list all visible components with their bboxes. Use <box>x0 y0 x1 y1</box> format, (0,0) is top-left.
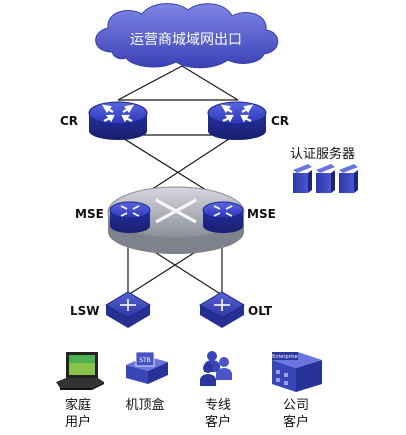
auth-server-icon <box>293 164 358 193</box>
endpoint-home-user: 家庭 用户 <box>58 397 98 431</box>
endpoint-line1: 机顶盒 <box>125 398 165 413</box>
lsw-label: LSW <box>70 304 100 318</box>
leased-line-customer-icon <box>200 351 232 386</box>
endpoint-line1: 专线 <box>204 398 231 413</box>
endpoint-leased-line-customer: 专线 客户 <box>198 397 238 431</box>
endpoint-line2: 客户 <box>204 415 231 430</box>
cr-right-label: CR <box>271 114 290 128</box>
olt-label: OLT <box>248 304 273 318</box>
mse-right-router-icon <box>202 201 244 233</box>
enterprise-building-icon <box>272 352 322 392</box>
mse-left-label: MSE <box>75 207 104 221</box>
olt-switch-icon <box>199 291 245 328</box>
endpoint-set-top-box: 机顶盒 <box>120 397 170 414</box>
cr-right-router-icon <box>207 101 267 140</box>
mse-right-label: MSE <box>247 207 276 221</box>
endpoint-line1: 家庭 <box>64 398 91 413</box>
links <box>117 65 239 296</box>
auth-server-label: 认证服务器 <box>290 147 356 162</box>
endpoint-company-customer: 公司 客户 <box>276 397 316 431</box>
metro-network-cloud <box>95 3 279 69</box>
mse-left-router-icon <box>109 201 151 233</box>
stb-label: STB <box>139 357 151 364</box>
endpoint-line2: 客户 <box>282 415 309 430</box>
cr-left-router-icon <box>88 101 148 140</box>
lsw-switch-icon <box>105 291 151 328</box>
enterprise-label: Enterprise <box>272 354 298 360</box>
endpoint-line2: 用户 <box>64 415 91 430</box>
endpoint-line1: 公司 <box>282 398 309 413</box>
cr-left-label: CR <box>60 114 79 128</box>
laptop-icon <box>56 352 104 390</box>
set-top-box-icon <box>126 351 168 384</box>
cloud-label: 运营商城域网出口 <box>130 32 242 48</box>
